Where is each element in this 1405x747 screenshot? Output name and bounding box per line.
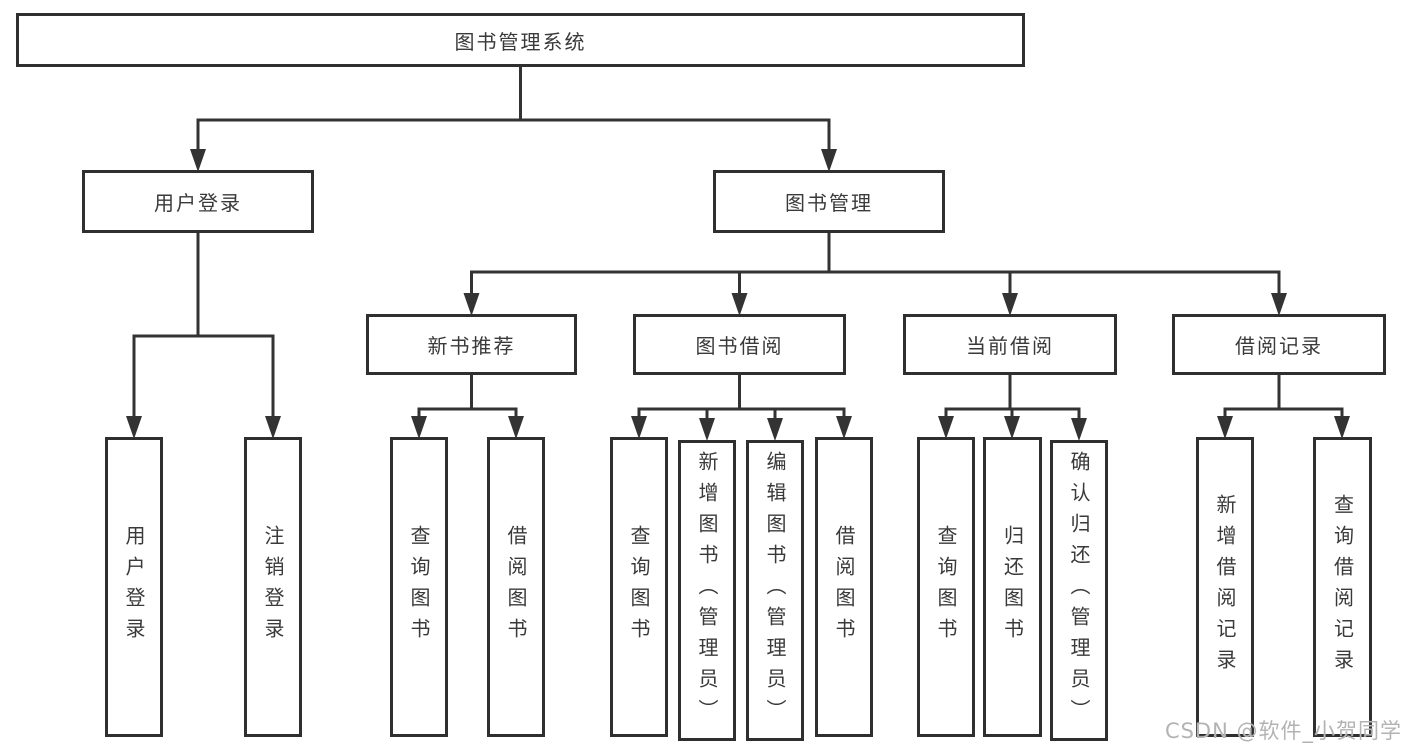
leaf-logout: 注销登录 [244,437,302,737]
connector-user-login-to-leaves [132,233,275,417]
node-borrowing-records: 借阅记录 [1172,314,1386,375]
connector-book-borrowing-to-leaves [637,375,846,419]
arrow-down-icon [836,416,852,439]
leaf-label: 借阅图书 [504,525,528,649]
connector-new-book-recommendation-to-leaves [417,375,518,417]
leaf-label: 查询图书 [407,525,431,649]
leaf-query-books-recommend: 查询图书 [390,437,448,737]
connector-root-to-level2 [196,67,831,150]
leaf-label: 查询图书 [934,525,958,649]
arrow-down-icon [938,416,954,439]
node-root-library-management-system: 图书管理系统 [16,13,1025,67]
node-book-management: 图书管理 [713,170,945,233]
leaf-add-book-admin: 新增图书（管理员） [678,440,736,741]
arrow-down-icon [699,418,715,441]
leaf-label: 新增图书（管理员） [695,451,719,730]
leaf-label: 查询借阅记录 [1330,494,1355,680]
leaf-borrow-books-borrowing: 借阅图书 [815,437,873,737]
leaf-label: 新增借阅记录 [1213,494,1237,680]
leaf-label: 编辑图书（管理员） [763,451,787,730]
arrow-down-icon [1334,416,1350,439]
connector-book-management-to-level3 [470,233,1281,294]
node-current-borrowing: 当前借阅 [903,314,1117,375]
arrow-down-icon [463,293,480,316]
leaf-confirm-return-admin: 确认归还（管理员） [1050,440,1108,741]
leaf-query-books-current: 查询图书 [917,437,975,737]
arrow-down-icon [508,416,524,439]
arrow-down-icon [126,416,142,439]
arrow-down-icon [1004,416,1020,439]
arrow-down-icon [265,416,281,439]
leaf-query-books-borrowing: 查询图书 [610,437,668,737]
leaf-add-borrow-record: 新增借阅记录 [1196,437,1254,737]
leaf-borrow-books-recommend: 借阅图书 [487,437,545,737]
arrow-down-icon [190,149,206,172]
node-book-borrowing: 图书借阅 [633,314,846,375]
arrowheads [126,149,1350,441]
leaf-query-borrow-record: 查询借阅记录 [1313,437,1372,737]
node-user-login: 用户登录 [82,170,314,233]
node-new-book-recommendation: 新书推荐 [366,314,577,375]
csdn-watermark: CSDN @软件_小贺同学 [1164,719,1402,743]
leaf-label: 借阅图书 [832,525,856,649]
leaf-return-books: 归还图书 [983,437,1042,737]
arrow-down-icon [1002,293,1018,316]
leaf-label: 查询图书 [627,525,651,649]
leaf-label: 用户登录 [122,525,146,649]
leaf-user-login: 用户登录 [105,437,163,737]
arrow-down-icon [1071,418,1087,441]
arrow-down-icon [767,418,783,441]
leaf-label: 注销登录 [261,525,285,649]
connector-borrowing-records-to-leaves [1223,375,1344,417]
leaf-label: 归还图书 [1000,525,1025,649]
arrow-down-icon [411,416,427,439]
leaf-label: 确认归还（管理员） [1067,451,1091,730]
arrow-down-icon [1271,293,1287,316]
arrow-down-icon [821,149,837,172]
arrow-down-icon [1217,416,1233,439]
arrow-down-icon [631,416,647,439]
leaf-edit-book-admin: 编辑图书（管理员） [746,440,804,741]
connector-current-borrowing-to-leaves [944,375,1081,419]
arrow-down-icon [731,293,748,316]
